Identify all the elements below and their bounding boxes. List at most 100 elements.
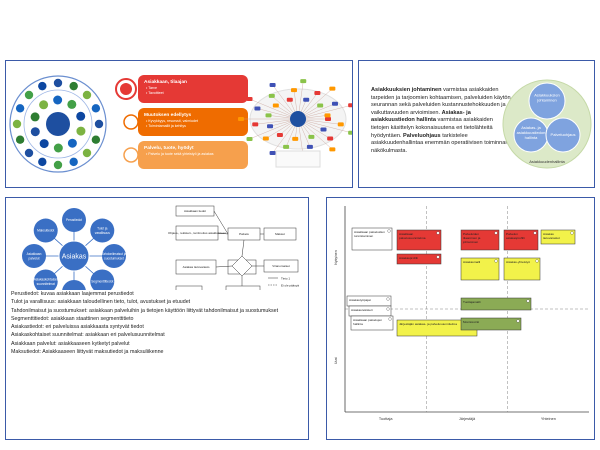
spoke-label: Maksutiedot bbox=[37, 229, 54, 233]
matrix-card bbox=[396, 253, 442, 265]
network-node bbox=[272, 103, 279, 108]
flow-legend-label: Tieto 1 bbox=[281, 277, 290, 281]
bullet-sub: • Palvelu ja tuote sekä yhteistyö ja asi… bbox=[146, 152, 214, 156]
mindmap-node bbox=[53, 78, 63, 88]
y-axis-label: Uusi bbox=[334, 357, 338, 364]
network-node bbox=[238, 117, 244, 121]
customer-model-illustration: Asiakkaan, tilaajan• Tarve• TavoitteetMu… bbox=[9, 75, 352, 173]
x-axis-label: Tuottaja bbox=[379, 417, 393, 421]
network-node bbox=[252, 122, 259, 127]
definition-item: Asiakkaan palvelut: asiakkaaseen kytkety… bbox=[11, 340, 130, 347]
bullet-sub: • Toimintamallit ja kehitys bbox=[146, 124, 186, 128]
spoke-node bbox=[90, 218, 115, 243]
network-node bbox=[262, 136, 269, 141]
network-hub bbox=[290, 111, 306, 127]
mindmap-node bbox=[67, 138, 77, 148]
network-node bbox=[254, 106, 261, 111]
spoke-node bbox=[33, 269, 58, 290]
flow-box-label: Palvelu bbox=[239, 232, 249, 236]
matrix-card-label: Monitorointi bbox=[463, 320, 479, 324]
spoke-node bbox=[62, 280, 86, 290]
mindmap-node bbox=[38, 157, 47, 167]
network-node bbox=[329, 86, 336, 91]
bullet-sub: • Tarve bbox=[146, 86, 157, 90]
network-node bbox=[324, 113, 331, 118]
hub-node bbox=[58, 240, 90, 272]
flow-box-label: Asiakas tietovarasto bbox=[183, 265, 210, 269]
network-node bbox=[267, 124, 274, 129]
venn-outer-label: Asiakkuudenhallinta bbox=[529, 159, 565, 164]
network-node bbox=[269, 151, 276, 156]
def-title-1: Asiakkuuksien johtaminen bbox=[371, 87, 442, 93]
network-node bbox=[269, 82, 276, 87]
matrix-card bbox=[460, 317, 522, 331]
flow-box bbox=[175, 285, 203, 290]
mindmap-node bbox=[38, 81, 47, 91]
matrix-card bbox=[460, 297, 532, 311]
mindmap-node bbox=[53, 160, 63, 170]
spoke-node bbox=[33, 218, 58, 243]
network-node bbox=[308, 134, 315, 139]
flow-box-label: Ohjaus-, rekisteri-, tai ilmoitus asiakk… bbox=[168, 231, 226, 235]
mindmap-node bbox=[76, 111, 86, 121]
network-node bbox=[317, 103, 324, 108]
circular-mindmap bbox=[9, 75, 107, 173]
venn-right-label: Palveluohjaus bbox=[551, 132, 576, 137]
definitions-text: Asiakkuuksien johtaminen varmistaa asiak… bbox=[371, 87, 511, 155]
network-node bbox=[325, 117, 331, 121]
network-node bbox=[337, 122, 344, 127]
network-node bbox=[246, 96, 253, 101]
mindmap-node bbox=[24, 148, 34, 158]
network-node bbox=[331, 101, 338, 106]
matrix-card bbox=[350, 315, 394, 331]
network-node bbox=[306, 144, 313, 149]
def-text-2: varmistaa asiakkaiden tietojen käsittely… bbox=[371, 117, 493, 139]
matrix-card bbox=[503, 229, 539, 251]
x-axis-label: Järjestäjä bbox=[459, 417, 476, 421]
mindmap-node bbox=[12, 119, 22, 129]
network-node bbox=[320, 127, 327, 132]
mindmap-node bbox=[30, 127, 40, 137]
x-axis-label: Yhteinen bbox=[541, 417, 556, 421]
spoke-node bbox=[22, 244, 46, 268]
definition-item: Asiakaskohtaiset suunnitelmat: asiakkaan… bbox=[11, 332, 165, 339]
network-node bbox=[290, 88, 297, 93]
definition-item: Perustiedot: kuvaa asiakkaan laajemmat p… bbox=[11, 291, 134, 297]
mindmap-node bbox=[94, 119, 104, 129]
matrix-card-label: Asiakasrekisteri bbox=[351, 308, 373, 312]
definition-item: Tulot ja varallisuus: asiakkaan taloudel… bbox=[11, 299, 191, 306]
network-node bbox=[314, 91, 321, 96]
def-text-1: varmistaa asiakkaiden tarpeiden ja tarjo… bbox=[371, 87, 511, 116]
matrix-card bbox=[460, 229, 500, 251]
spoke-node bbox=[62, 208, 86, 232]
mindmap-node bbox=[69, 81, 78, 91]
network-node bbox=[246, 137, 253, 142]
bullet-title: Asiakkaan, tilaajan bbox=[144, 79, 187, 85]
mindmap-node bbox=[82, 90, 92, 100]
mindmap-node bbox=[91, 135, 101, 144]
matrix-card bbox=[396, 229, 442, 251]
mindmap-node bbox=[76, 126, 86, 136]
definition-item: Maksutiedot: Asiakkaaseen liittyvät maks… bbox=[11, 349, 164, 356]
matrix-card-label: Järjestäjän asiakas- ja palvelusuunnitel… bbox=[399, 322, 457, 326]
mindmap-node bbox=[39, 100, 49, 110]
network-node bbox=[286, 97, 293, 102]
definition-item: Tahdonilmaisut ja suostumukset: asiakkaa… bbox=[11, 307, 279, 314]
flow-box-label: Maksut bbox=[275, 232, 285, 236]
